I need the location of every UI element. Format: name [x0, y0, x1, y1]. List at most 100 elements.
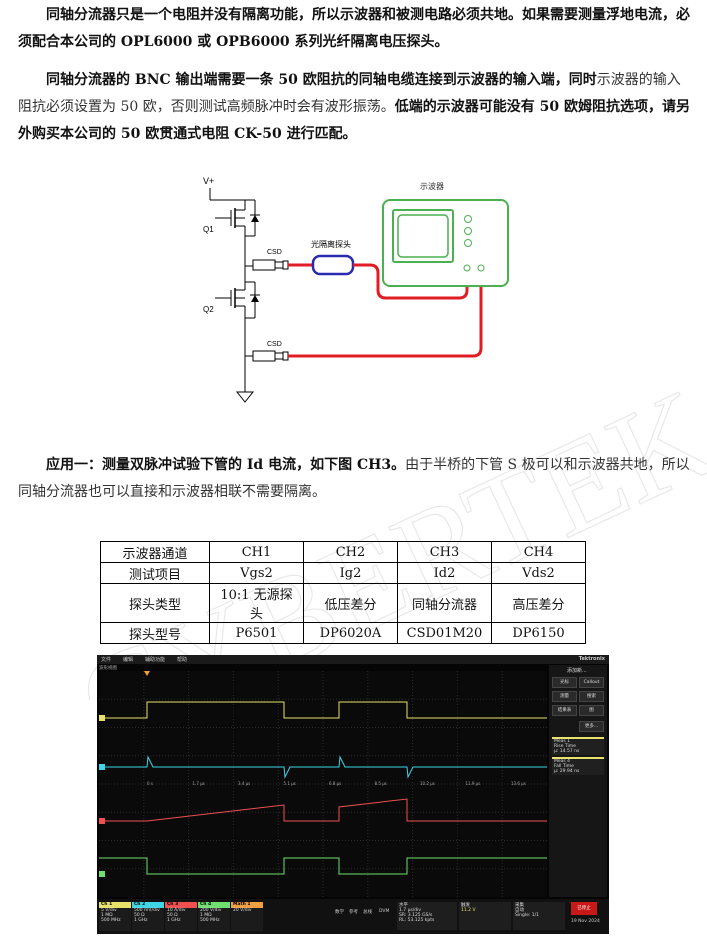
vplus-label: V+ [203, 176, 214, 186]
q1-mosfet [215, 199, 260, 237]
table-cell: CSD01M20 [397, 622, 492, 644]
csd2-label: CSD [267, 341, 282, 348]
channel-name: Ch 4 [198, 902, 230, 908]
table-cell: CH4 [491, 541, 586, 563]
time-tick-label: 8.5 μs [375, 781, 387, 786]
trace-ch1 [99, 701, 547, 719]
plot-button[interactable]: 图 [579, 705, 604, 716]
meas1-badge[interactable]: Meas 1 Rise Time μ: 14.57 ns [552, 737, 604, 755]
channel-setting: 500 MHz [200, 918, 220, 923]
time-tick-label: 10.2 μs [420, 781, 435, 786]
trigger-marker [144, 671, 150, 676]
table-cell: P6501 [209, 622, 304, 644]
grid-background [99, 671, 547, 897]
table-cell: 10:1 无源探头 [209, 583, 304, 623]
time-tick-label: 3.4 μs [238, 781, 250, 786]
bnc-text-a: 同轴分流器的 BNC 输出端需要一条 50 欧阻抗的同轴电缆连接到示波器的输入端… [46, 72, 597, 88]
results-table-button[interactable]: 结果表 [552, 705, 577, 716]
time-tick-label: 1.7 μs [193, 781, 205, 786]
callout-button[interactable]: Callout [579, 677, 604, 688]
menu-utility[interactable]: 辅助功能 [145, 657, 166, 663]
scope-menubar: 文件 编辑 辅助功能 帮助 Tektronix [97, 655, 609, 664]
record-length: RL: 53.125 kpts [399, 918, 435, 923]
side-title: 添加新... [567, 668, 587, 674]
time-tick-label: 13.6 μs [511, 781, 526, 786]
channel-setting: 500 MHz [101, 918, 121, 923]
cursor-button[interactable]: 光标 [552, 677, 577, 688]
trigger-panel[interactable]: 触发 11.2 V [459, 902, 511, 930]
meas1-title: Meas 1 [554, 739, 571, 744]
brand-logo: Tektronix [578, 656, 605, 662]
bnc-paragraph: 同轴分流器的 BNC 输出端需要一条 50 欧阻抗的同轴电缆连接到示波器的输入端… [18, 67, 690, 148]
meas1-name: Rise Time [554, 744, 576, 749]
acquisition-panel[interactable]: 采集 自动 Single: 1/1 [513, 902, 565, 930]
table-cell: 同轴分流器 [397, 583, 492, 623]
table-cell: DP6150 [491, 622, 586, 644]
sample-rate: SR: 3.125 GS/s [399, 913, 433, 918]
channel-setting: 50 Ω [167, 913, 178, 918]
table-cell: 低压差分 [303, 583, 398, 623]
bus-button[interactable]: 总线 [363, 910, 372, 915]
table-cell: 示波器通道 [100, 541, 210, 563]
trigger-label: 触发 [461, 903, 470, 908]
csd2-shunt [252, 350, 289, 362]
channel-setting: 500 mV/div [134, 908, 160, 913]
channel-setting: 1 GHz [134, 918, 148, 923]
channel-name: Ch 2 [132, 902, 164, 908]
menu-edit[interactable]: 编辑 [123, 657, 134, 663]
channel-setting: 1 GHz [167, 918, 181, 923]
table-cell: Ig2 [303, 562, 398, 584]
table-cell: CH1 [209, 541, 304, 563]
trigger-level: 11.2 V [461, 908, 476, 913]
trace-ch3 [99, 798, 547, 822]
search-button[interactable]: 搜索 [579, 691, 604, 702]
oscilloscope-screenshot: 文件 编辑 辅助功能 帮助 Tektronix 波形视图 0 s 1.7 μs 3.… [97, 655, 609, 934]
bnc-text-b: 示波器的输入阻抗必须设置为 50 欧，否则测试高频脉冲时会有波形振荡。 [18, 72, 681, 115]
channel-setting: 10 A/div [167, 908, 186, 913]
horizontal-panel[interactable]: 水平 1.7 μs/div SR: 3.125 GS/s RL: 53.125 … [397, 902, 457, 930]
channel-setting: 5 V/div [101, 908, 117, 913]
bnc-text-c: 低端的示波器可能没有 50 欧姆阻抗选项，请另外购买本公司的 50 欧贯通式电阻… [18, 99, 690, 142]
acquisition-mode: 自动 [515, 908, 524, 913]
optical-isolated-probe [311, 254, 355, 276]
channel-marker [99, 871, 105, 877]
scope-date: 19 Nov 2024 [571, 919, 600, 924]
time-tick-label: 0 s [147, 781, 153, 786]
table-cell: 高压差分 [491, 583, 586, 623]
ref-button[interactable]: 参考 [349, 910, 358, 915]
table-cell: CH2 [303, 541, 398, 563]
table-cell: Vds2 [491, 562, 586, 584]
menu-help[interactable]: 帮助 [177, 657, 188, 663]
measure-button[interactable]: 测量 [552, 691, 577, 702]
table-cell: Id2 [397, 562, 492, 584]
channel-marker [99, 715, 105, 721]
acquisition-count: Single: 1/1 [515, 913, 540, 918]
dvm-button[interactable]: DVM [379, 909, 390, 914]
more-button[interactable]: 更多... [579, 721, 604, 732]
waveform-view-tab[interactable]: 波形视图 [99, 666, 117, 671]
table-cell: CH3 [397, 541, 492, 563]
math-button[interactable]: 数学 [335, 910, 344, 915]
intro-text: 同轴分流器只是一个电阻并没有隔离功能，所以示波器和被测电路必须共地。如果需要测量… [18, 7, 690, 50]
channel-name: Ch 1 [99, 902, 131, 908]
menu-file[interactable]: 文件 [101, 657, 112, 663]
time-tick-label: 6.8 μs [329, 781, 341, 786]
table-cell: DP6020A [303, 622, 398, 644]
watermark-text: CYBERTEK [58, 380, 707, 700]
channel-name: Ch 3 [165, 902, 197, 908]
application-paragraph: 应用一：测量双脉冲试验下管的 Id 电流，如下图 CH3。由于半桥的下管 S 极… [18, 452, 690, 506]
run-stop-button[interactable]: 已停止 [571, 902, 597, 915]
trace-ch4 [99, 857, 547, 875]
meas4-badge[interactable]: Meas 4 Fall Time μ: 29.94 ns [552, 757, 604, 775]
